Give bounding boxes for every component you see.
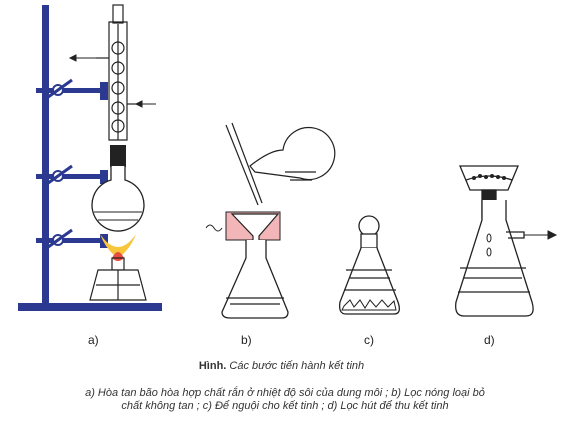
round-bottom-flask <box>91 166 145 232</box>
panel-label-b: b) <box>241 333 252 347</box>
reflux-condenser <box>96 4 138 141</box>
caption-subtitle: Các bước tiến hành kết tinh <box>229 360 365 372</box>
conical-flask-b <box>221 240 289 319</box>
caption-title: Hình. <box>198 360 227 372</box>
pouring-rod-and-flask <box>225 122 336 206</box>
panel-label-a: a) <box>88 333 99 347</box>
caption-line-2: chất không tan ; c) Để nguội cho kết tin… <box>121 400 449 412</box>
water-flow-arrows <box>68 54 156 108</box>
flame-core <box>112 252 124 261</box>
alcohol-burner <box>89 257 147 301</box>
retort-stand <box>18 5 162 311</box>
figure-caption-body: a) Hòa tan bão hòa hợp chất rắn ở nhiệt … <box>30 387 540 413</box>
panel-label-c: c) <box>364 333 374 347</box>
filtered-crystals <box>472 174 506 180</box>
panel-label-d: d) <box>484 333 495 347</box>
conical-flask-c <box>338 215 400 315</box>
rubber-stopper <box>110 145 126 167</box>
figure-caption-title: Hình. Các bước tiến hành kết tinh <box>0 360 563 372</box>
crystals <box>341 299 397 311</box>
caption-line-1: a) Hòa tan bão hòa hợp chất rắn ở nhiệt … <box>85 387 485 399</box>
filtrate-drops <box>486 233 492 257</box>
vacuum-arrow <box>524 230 558 240</box>
heat-symbol <box>205 224 223 232</box>
filter-flask <box>455 200 534 317</box>
